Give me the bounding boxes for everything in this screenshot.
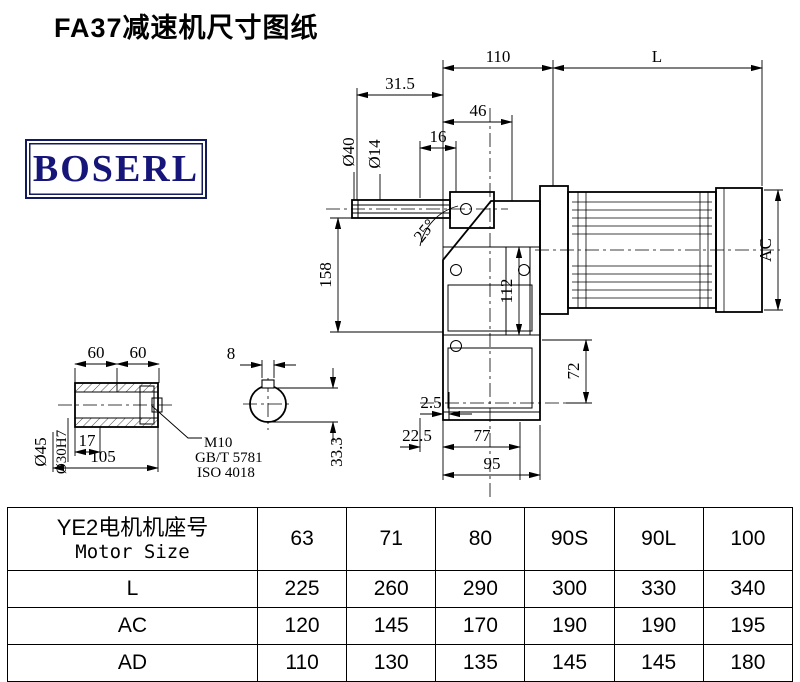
dim-46: 46: [470, 101, 487, 120]
dim-31-5: 31.5: [385, 74, 415, 93]
dim-diameter-40: Ø40: [339, 137, 358, 166]
gearbox-outline: [351, 191, 541, 421]
motor-size-label-en: Motor Size: [75, 541, 190, 564]
dim-60-b: 60: [130, 343, 147, 362]
dim-112: 112: [497, 279, 516, 304]
row-label-AD: AD: [7, 644, 258, 682]
label-m10: M10: [204, 435, 232, 451]
dim-33-3: 33.3: [327, 437, 346, 467]
dim-22-5: 22.5: [402, 426, 432, 445]
dim-60-a: 60: [88, 343, 105, 362]
label-gbt-5781: GB/T 5781: [195, 450, 263, 466]
dim-17: 17: [79, 431, 97, 450]
table-cell: 135: [435, 644, 526, 682]
row-label-L: L: [7, 570, 258, 608]
table-cell: 145: [346, 607, 437, 645]
table-col-90S: 90S: [524, 507, 615, 571]
table-cell: 260: [346, 570, 437, 608]
table-col-90L: 90L: [613, 507, 704, 571]
motor-outline: [539, 185, 763, 315]
table-col-63: 63: [256, 507, 348, 571]
output-shaft-details: [75, 383, 163, 427]
boserl-logo-text: BOSERL: [32, 148, 200, 190]
table-cell: 130: [346, 644, 437, 682]
dimension-labels: 110 L 31.5 46 16 Ø40 Ø14 158 25° 112 AC …: [31, 47, 775, 481]
table-cell: 340: [702, 570, 794, 608]
table-col-71: 71: [346, 507, 437, 571]
dim-2-5: 2.5: [420, 393, 441, 412]
boserl-logo: BOSERL: [25, 139, 207, 199]
table-row-AD: AD 110 130 135 145 145 180: [7, 644, 794, 682]
dim-16: 16: [430, 127, 447, 146]
dim-angle-25: 25°: [410, 215, 440, 245]
dim-72: 72: [564, 363, 583, 380]
dim-L: L: [652, 47, 662, 66]
motor-size-label-cn: YE2电机机座号: [56, 514, 209, 540]
table-cell: 190: [613, 607, 704, 645]
table-header-motor-size: YE2电机机座号 Motor Size: [7, 507, 258, 571]
dim-95: 95: [484, 454, 501, 473]
dim-diameter-14: Ø14: [365, 139, 384, 169]
dim-158: 158: [316, 262, 335, 288]
dimension-drawing: 110 L 31.5 46 16 Ø40 Ø14 158 25° 112 AC …: [31, 47, 783, 497]
table-row-L: L 225 260 290 300 330 340: [7, 570, 794, 608]
motor-fins: [572, 188, 725, 312]
table-cell: 300: [524, 570, 615, 608]
page-title: FA37减速机尺寸图纸: [54, 13, 319, 43]
dimension-lines: [52, 60, 783, 480]
table-cell: 120: [256, 607, 348, 645]
table-col-80: 80: [435, 507, 526, 571]
table-cell: 330: [613, 570, 704, 608]
table-cell: 190: [524, 607, 615, 645]
table-cell: 170: [435, 607, 526, 645]
table-cell: 145: [613, 644, 704, 682]
dim-AC: AC: [756, 238, 775, 262]
dim-diameter-30H7: Ø30H7: [54, 429, 70, 474]
table-cell: 110: [256, 644, 348, 682]
table-cell: 145: [524, 644, 615, 682]
table-cell: 290: [435, 570, 526, 608]
gearbox-details: [352, 200, 540, 420]
row-label-AC: AC: [7, 607, 258, 645]
dim-key-8: 8: [227, 344, 236, 363]
table-cell: 225: [256, 570, 348, 608]
table-col-100: 100: [702, 507, 794, 571]
dim-77: 77: [474, 426, 492, 445]
dim-diameter-45: Ø45: [31, 437, 50, 466]
label-iso-4018: ISO 4018: [197, 465, 255, 481]
table-cell: 180: [702, 644, 794, 682]
dim-110: 110: [486, 47, 511, 66]
table-row-AC: AC 120 145 170 190 190 195: [7, 607, 794, 645]
table-cell: 195: [702, 607, 794, 645]
motor-size-table: YE2电机机座号 Motor Size 63 71 80 90S 90L 100…: [7, 507, 794, 682]
table-header-row: YE2电机机座号 Motor Size 63 71 80 90S 90L 100: [7, 507, 794, 571]
dim-105: 105: [90, 447, 116, 466]
